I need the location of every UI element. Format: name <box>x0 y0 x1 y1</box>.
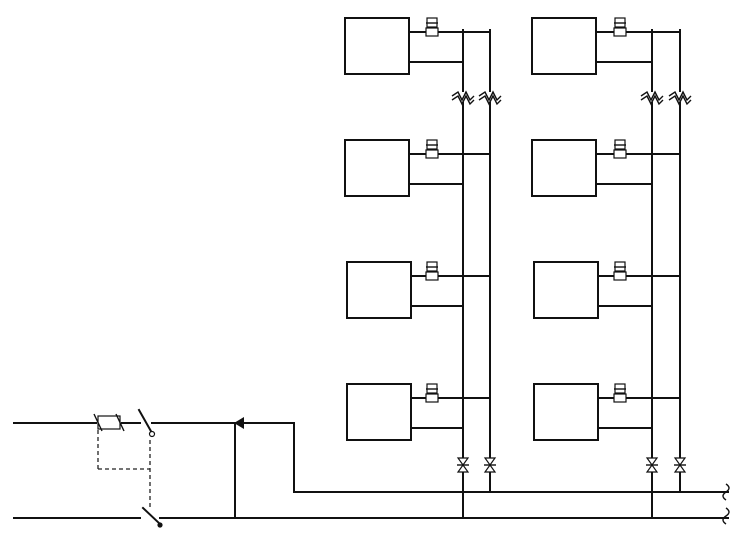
supply-main-pipe <box>13 422 729 493</box>
riser-groups <box>344 17 692 519</box>
radiator <box>531 17 597 75</box>
check-valve-top-icon <box>137 408 156 438</box>
riser-group-1 <box>344 17 502 519</box>
bowtie-valve-icon <box>673 457 687 473</box>
control-valve-icon <box>93 413 125 432</box>
break-mark-icon <box>640 90 664 106</box>
dashed-bypass-loop <box>97 430 151 508</box>
radiator <box>346 261 412 319</box>
radiator <box>531 139 597 197</box>
valve-head-icon <box>613 383 627 403</box>
valve-head-icon <box>613 261 627 281</box>
bowtie-valve-icon <box>456 457 470 473</box>
check-valve-bottom-icon <box>141 506 163 528</box>
radiator <box>344 17 410 75</box>
valve-head-icon <box>425 139 439 159</box>
valve-head-icon <box>425 17 439 37</box>
valve-head-icon <box>613 139 627 159</box>
radiator <box>344 139 410 197</box>
break-mark-icon <box>668 90 692 106</box>
valve-head-icon <box>613 17 627 37</box>
bowtie-valve-icon <box>483 457 497 473</box>
radiator <box>533 261 599 319</box>
valve-head-icon <box>425 261 439 281</box>
radiator <box>346 383 412 441</box>
radiator <box>533 383 599 441</box>
break-mark-icon <box>478 90 502 106</box>
riser-group-2 <box>531 17 692 519</box>
break-mark-icon <box>722 483 730 525</box>
break-mark-icon <box>451 90 475 106</box>
valve-head-icon <box>425 383 439 403</box>
bowtie-valve-icon <box>645 457 659 473</box>
arrow-left-icon <box>234 417 244 429</box>
